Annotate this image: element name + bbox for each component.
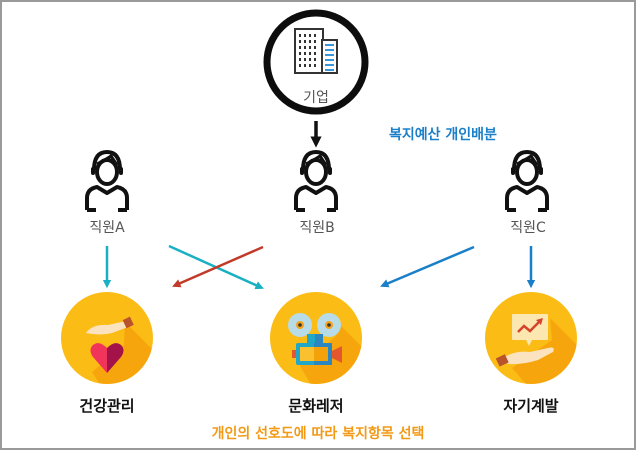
employee-c-label: 직원C (510, 220, 546, 236)
budget-allocation-note: 복지예산 개인배분 (389, 127, 497, 143)
person-icon (294, 149, 338, 212)
company-node (263, 9, 369, 115)
person-icon (505, 149, 549, 212)
category-culture-label: 문화레저 (288, 397, 344, 415)
growth-chart-hand-icon (495, 314, 554, 367)
employee-a-label: 직원A (89, 220, 125, 236)
employee-a-node (85, 149, 129, 212)
category-self-label: 자기계발 (503, 397, 559, 415)
flow-a-to-culture-arrow (168, 244, 264, 290)
building-icon (294, 28, 338, 74)
flow-b-to-health-arrow (172, 245, 264, 288)
preference-selection-note: 개인의 선호도에 따라 복지항목 선택 (211, 426, 425, 442)
employee-c-node (505, 149, 549, 212)
person-icon (85, 149, 129, 212)
movie-camera-icon (288, 313, 342, 365)
heart-hand-icon (86, 316, 134, 373)
company-label: 기업 (303, 90, 329, 106)
category-health-label: 건강관리 (79, 397, 135, 415)
category-self-node (485, 292, 577, 384)
category-culture-node (270, 292, 362, 384)
employee-b-label: 직원B (299, 220, 335, 236)
employee-b-node (294, 149, 338, 212)
flow-c-to-culture-arrow (380, 245, 475, 288)
category-health-node (61, 292, 153, 384)
